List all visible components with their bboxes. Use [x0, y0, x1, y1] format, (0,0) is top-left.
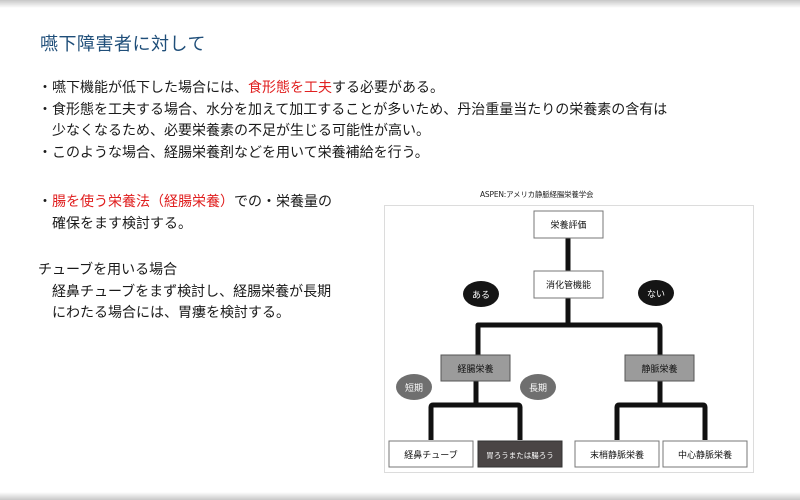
- pill-short-term-label: 短期: [405, 382, 423, 394]
- pill-yes-label: ある: [472, 290, 490, 301]
- bullet-dot: ・: [38, 194, 52, 210]
- bullet-list: ・ 嚥下機能が低下した場合には、食形態を工夫する必要がある。 ・ 食形態を工夫す…: [38, 78, 798, 164]
- diagram-caption: ASPEN:アメリカ静脈経腸栄養学会: [480, 190, 594, 199]
- connector-branch-enteral: [428, 402, 523, 440]
- tube-line-2: にわたる場合には、胃瘻を検討する。: [52, 305, 290, 321]
- bullet-dot: ・: [38, 144, 52, 161]
- bullet-text: このような場合、経腸栄養剤などを用いて栄養補給を行う。: [52, 144, 429, 161]
- connector-branch-parenteral: [614, 402, 708, 440]
- node-central-label: 中心静脈栄養: [678, 449, 732, 461]
- pill-long-term: 長期: [520, 374, 556, 400]
- enteral-bullet: ・ 腸を使う栄養法（経腸栄養）での・栄養量の 確保をます検討する。: [38, 192, 388, 235]
- node-enteral: 経腸栄養: [440, 354, 511, 382]
- pill-long-term-label: 長期: [529, 383, 547, 394]
- node-peripheral-label: 末梢静脈栄養: [590, 449, 644, 461]
- node-gi-function-label: 消化管機能: [546, 279, 591, 291]
- node-parenteral: 静脈栄養: [624, 354, 695, 382]
- top-shadow: [0, 0, 800, 8]
- tube-line-1: 経鼻チューブをまず検討し、経腸栄養が長期: [52, 283, 332, 300]
- tube-section: チューブを用いる場合 経鼻チューブをまず検討し、経腸栄養が長期 にわたる場合には…: [38, 260, 388, 325]
- bottom-shadow: [0, 492, 800, 500]
- pill-no-label: ない: [647, 289, 665, 300]
- tube-heading: チューブを用いる場合: [38, 262, 178, 278]
- bullet-item-3: ・ このような場合、経腸栄養剤などを用いて栄養補給を行う。: [38, 143, 798, 165]
- bullet-text: 嚥下機能が低下した場合には、: [52, 80, 248, 96]
- node-nasal-tube-label: 経鼻チューブ: [404, 449, 457, 461]
- node-central: 中心静脈栄養: [662, 440, 748, 468]
- bullet-item-2-continuation: 少なくなるため、必要栄養素の不足が生じる可能性が高い。: [52, 123, 430, 139]
- bullet-text: する必要がある。: [332, 80, 444, 96]
- enteral-bullet-continuation: 確保をます検討する。: [52, 215, 192, 232]
- pill-no: ない: [638, 280, 674, 306]
- enteral-bullet-line: ・ 腸を使う栄養法（経腸栄養）での・栄養量の: [38, 192, 388, 214]
- connector-branch-main: [475, 322, 663, 355]
- node-gastrostomy: 胃ろうまたは腸ろう: [477, 440, 563, 468]
- pill-yes: ある: [463, 281, 499, 307]
- node-assessment-label: 栄養評価: [550, 219, 586, 231]
- bullet-text: 食形態を工夫する場合、水分を加えて加工することが多いため、丹治重量当たりの栄養素…: [52, 101, 668, 118]
- bullet-item-1: ・ 嚥下機能が低下した場合には、食形態を工夫する必要がある。: [38, 78, 798, 100]
- slide-title: 嚥下障害者に対して: [40, 34, 206, 55]
- bullet-item-2: ・ 食形態を工夫する場合、水分を加えて加工することが多いため、丹治重量当たりの栄…: [38, 100, 798, 122]
- bullet-dot: ・: [38, 80, 52, 96]
- bullet-emphasis: 食形態を工夫: [248, 80, 332, 96]
- enteral-text: での・栄養量の: [234, 194, 332, 210]
- node-peripheral: 末梢静脈栄養: [574, 440, 660, 468]
- node-gi-function: 消化管機能: [533, 270, 604, 299]
- node-assessment: 栄養評価: [533, 210, 604, 239]
- pill-short-term: 短期: [396, 374, 432, 400]
- enteral-emphasis: 腸を使う栄養法（経腸栄養）: [52, 194, 234, 210]
- bullet-dot: ・: [38, 101, 52, 118]
- node-parenteral-label: 静脈栄養: [641, 363, 677, 375]
- node-nasal-tube: 経鼻チューブ: [388, 440, 474, 468]
- node-gastrostomy-label: 胃ろうまたは腸ろう: [486, 451, 554, 460]
- node-enteral-label: 経腸栄養: [457, 363, 493, 375]
